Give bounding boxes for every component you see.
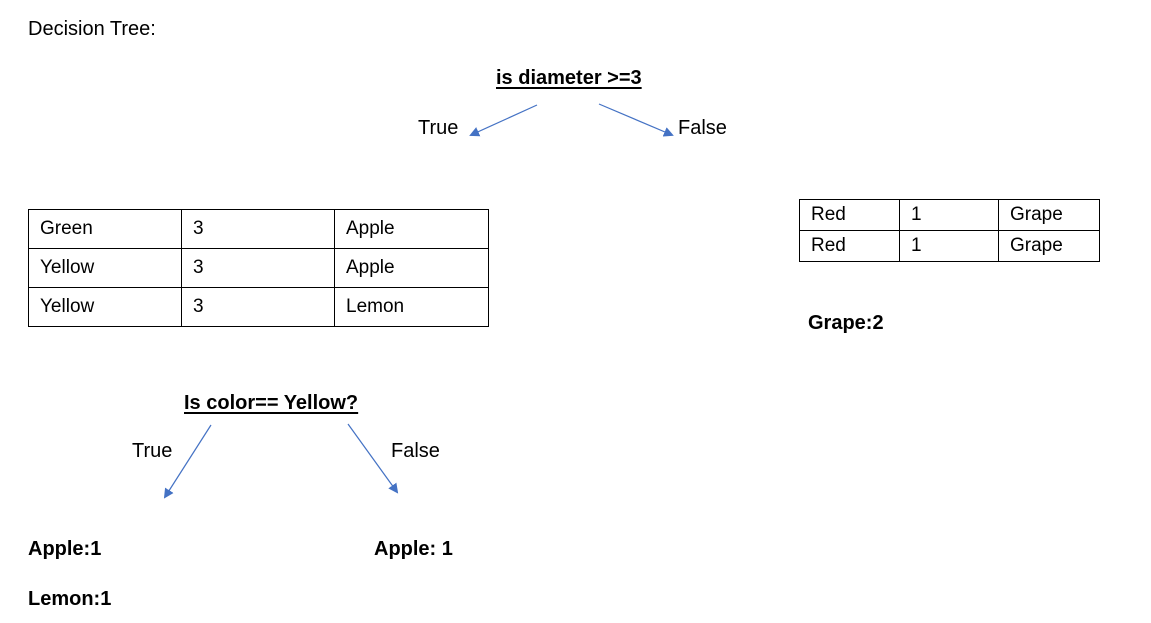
page-title: Decision Tree: xyxy=(28,18,156,40)
root-question: is diameter >=3 xyxy=(496,67,642,89)
root-false-label: False xyxy=(678,117,727,139)
child-false-label: False xyxy=(391,440,440,462)
child-false-arrow xyxy=(347,423,399,494)
table-cell: Red xyxy=(799,199,900,231)
root-true-label: True xyxy=(418,117,459,139)
table-cell: Green xyxy=(28,209,182,249)
true-branch-table: Green 3 Apple Yellow 3 Apple Yellow 3 Le… xyxy=(28,209,489,327)
false-branch-table: Red 1 Grape Red 1 Grape xyxy=(799,199,1100,262)
table-cell: Grape xyxy=(998,230,1100,262)
table-row: Yellow 3 Apple xyxy=(28,248,489,288)
table-row: Red 1 Grape xyxy=(799,199,1100,231)
root-false-arrow xyxy=(598,103,674,137)
table-row: Red 1 Grape xyxy=(799,230,1100,262)
table-row: Yellow 3 Lemon xyxy=(28,287,489,327)
table-cell: Lemon xyxy=(334,287,489,327)
table-cell: Apple xyxy=(334,248,489,288)
false-leaf-apple: Apple: 1 xyxy=(374,538,453,560)
child-true-label: True xyxy=(132,440,173,462)
table-cell: 1 xyxy=(899,230,999,262)
table-cell: 3 xyxy=(181,248,335,288)
child-question: Is color== Yellow? xyxy=(184,392,359,414)
root-true-arrow xyxy=(469,104,538,137)
true-leaf-lemon: Lemon:1 xyxy=(28,588,112,610)
table-cell: Grape xyxy=(998,199,1100,231)
table-cell: 3 xyxy=(181,287,335,327)
grape-leaf: Grape:2 xyxy=(808,312,884,334)
table-cell: Yellow xyxy=(28,287,182,327)
table-cell: 1 xyxy=(899,199,999,231)
table-cell: Apple xyxy=(334,209,489,249)
table-cell: 3 xyxy=(181,209,335,249)
table-cell: Yellow xyxy=(28,248,182,288)
table-row: Green 3 Apple xyxy=(28,209,489,249)
true-leaf-apple: Apple:1 xyxy=(28,538,102,560)
table-cell: Red xyxy=(799,230,900,262)
